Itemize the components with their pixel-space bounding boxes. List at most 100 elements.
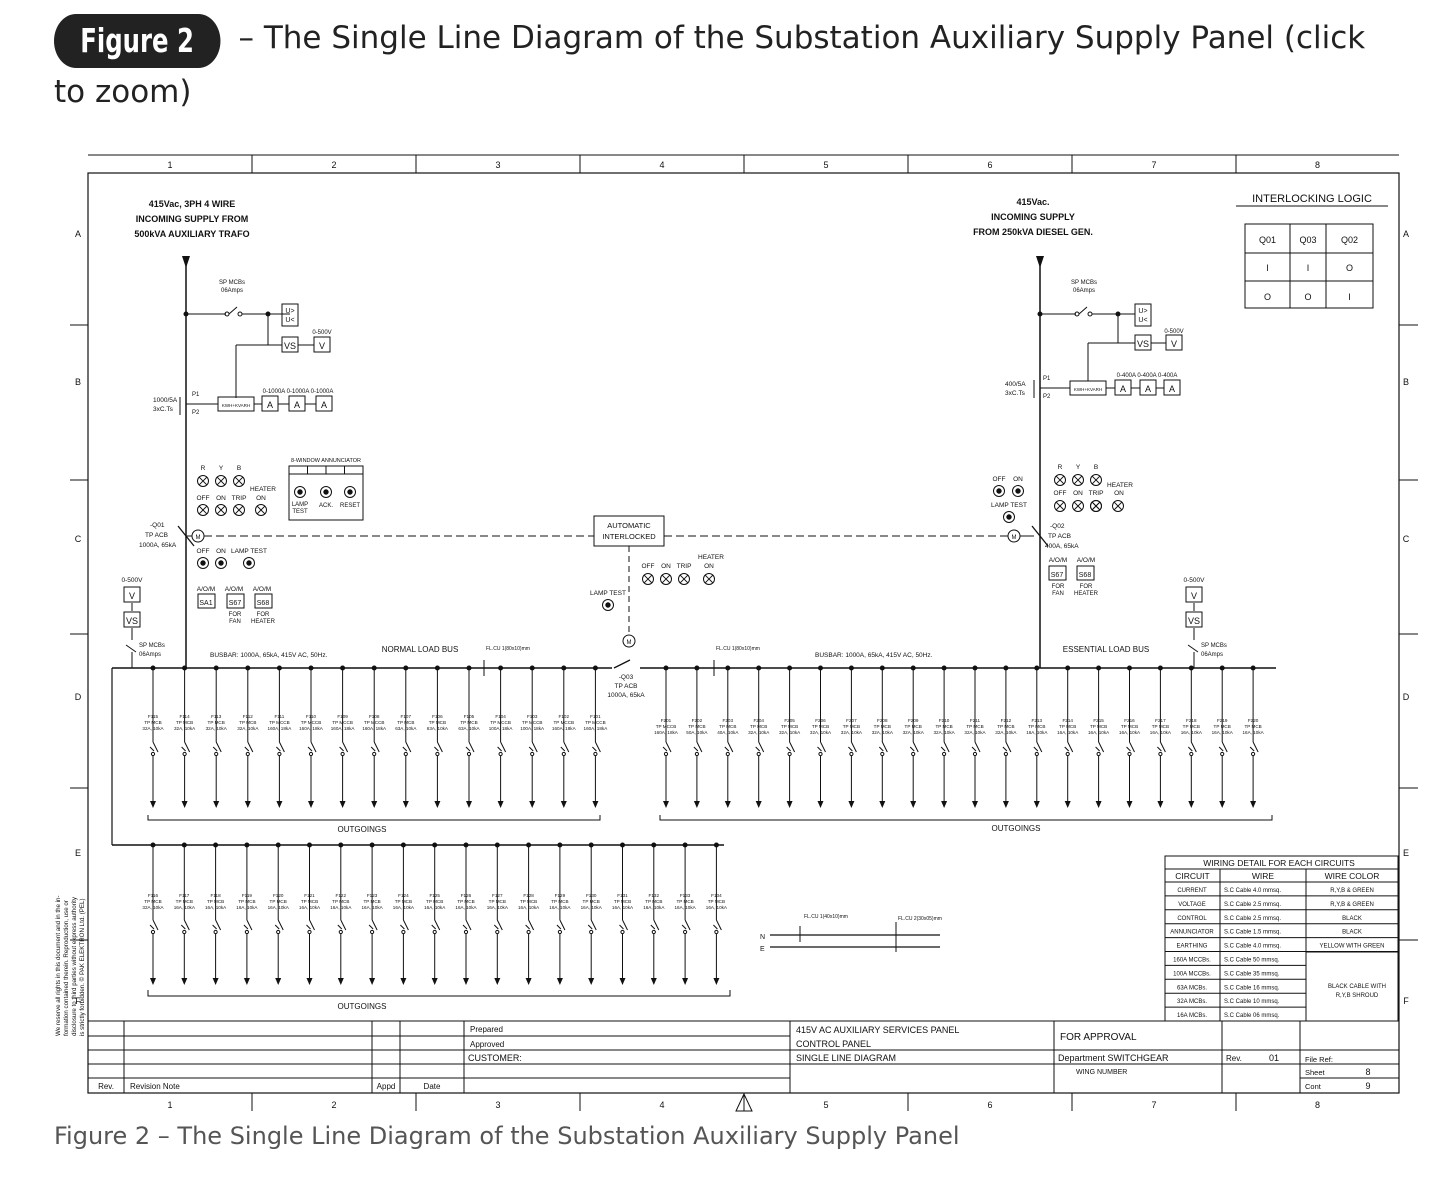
feeder-rating: 32A, 10kA <box>206 726 228 731</box>
outgoing-arrow-icon <box>592 801 599 808</box>
mcb-contact <box>663 751 669 757</box>
mcb-blade <box>684 919 691 931</box>
interlock-cell: I <box>1307 263 1310 273</box>
mcb-trip-mark <box>434 746 439 752</box>
feeder-type: TP MCB <box>239 720 256 725</box>
feeder-id: F120 <box>273 893 284 898</box>
rights-line: disclosure to third parties without expr… <box>71 896 78 1036</box>
feeder-rating: 16A, 10kA <box>361 905 383 910</box>
mcb-trip-mark <box>971 746 977 752</box>
wiring-color: BLACK <box>1342 916 1362 922</box>
feeder-rating: 32A, 10kA <box>142 726 164 731</box>
busbar-rating: BUSBAR: 1000A, 65kA, 415V AC, 50Hz. <box>815 652 933 659</box>
feeder-id: F209 <box>908 718 919 723</box>
mcb-trip-mark <box>400 924 405 930</box>
feeder-rating: 16A, 10kA <box>706 905 728 910</box>
feeder-type: TP MCCB <box>332 720 353 725</box>
mcb-blade <box>715 919 722 931</box>
feeder-type: TP MCB <box>781 724 798 729</box>
wiring-title: WIRING DETAIL FOR EACH CIRCUITS <box>1203 858 1355 868</box>
feeder-rating: 50A, 10kA <box>686 730 708 735</box>
mcb-trip-mark <box>724 746 730 752</box>
mcb-contact <box>557 929 563 935</box>
ct-ratio: 400/5A <box>1005 381 1026 388</box>
mcb-contact <box>530 751 535 757</box>
tb-title: 415V AC AUXILIARY SERVICES PANEL <box>796 1025 959 1035</box>
phase-label: B <box>237 465 241 472</box>
feeder-type: TP MCB <box>676 899 693 904</box>
sel-sub: FOR <box>229 612 242 618</box>
feeder-type: TP MCCB <box>490 720 511 725</box>
feeder-type: TP MCB <box>429 720 446 725</box>
mcb-contact <box>683 929 688 935</box>
outgoing-arrow-icon <box>817 801 824 808</box>
sel-text: S68 <box>1079 572 1092 579</box>
column-number: 6 <box>987 160 992 170</box>
feeder-type: TP MCB <box>1183 724 1200 729</box>
mcb-trip-mark <box>525 924 530 930</box>
mcb-contact <box>370 929 375 935</box>
feeder-type: TP MCB <box>460 720 477 725</box>
coupler-blade <box>613 659 631 669</box>
feeder-rating: 16A, 10kA <box>1088 730 1110 735</box>
incomer-left-text: INCOMING SUPPLY FROM <box>136 214 249 224</box>
feeder-id: F110 <box>306 714 317 719</box>
feeder-rating: 100A, 18kA <box>489 726 514 731</box>
outgoing-arrow-icon <box>1250 801 1257 808</box>
column-number: 1 <box>167 160 172 170</box>
figure-title[interactable]: – The Single Line Diagram of the Substat… <box>54 20 1366 110</box>
feeder-rating: 160A, 18kA <box>331 726 356 731</box>
selector-s68 <box>1076 565 1095 581</box>
sel-sub: HEATER <box>1074 591 1099 597</box>
mcb-trip-mark <box>1187 746 1193 752</box>
mcb-trip-mark <box>276 746 281 752</box>
feeder-type: TP MCB <box>176 720 193 725</box>
outgoing-arrow-icon <box>1219 801 1226 808</box>
q03-label: -Q03 <box>619 674 634 681</box>
feeder-rating: 16A, 10kA <box>643 905 665 910</box>
mcb-trip-mark <box>940 746 946 752</box>
row-letter: C <box>75 534 82 544</box>
mcb-contact <box>182 751 187 757</box>
interlock-cell: O <box>1264 292 1271 302</box>
status-label: ON <box>1114 490 1124 497</box>
q01-label: -Q01 <box>150 522 165 529</box>
feeder-type: TP MCCB <box>522 720 543 725</box>
mcb-contact <box>466 751 472 757</box>
ct-p2: P2 <box>192 410 200 416</box>
column-number: 4 <box>659 160 664 170</box>
status-lamp-icon <box>1054 500 1066 512</box>
wiring-circuit: 32A MCBs. <box>1177 999 1207 1005</box>
uv-relay-box <box>1134 303 1152 327</box>
ct-ratio: 3xC.Ts <box>153 406 174 413</box>
uv-label: U< <box>1138 317 1147 324</box>
column-number: 3 <box>495 160 500 170</box>
mcb-trip-mark <box>587 924 593 930</box>
neutral-label: N <box>760 934 765 941</box>
mcb-blade <box>1005 741 1012 753</box>
mcb-trip-mark <box>149 924 155 930</box>
feeder-type: TP MCB <box>997 724 1014 729</box>
push-button-dot <box>347 489 353 495</box>
aom-label: A/O/M <box>225 586 243 593</box>
q03-label: 1000A, 65kA <box>607 692 645 699</box>
sel-sub: FOR <box>1080 584 1093 590</box>
incomer-left-text: 415Vac, 3PH 4 WIRE <box>149 199 236 209</box>
feeder-id: F210 <box>939 718 950 723</box>
sel-text: S67 <box>229 600 242 607</box>
mcb-blade <box>665 741 672 753</box>
feeder-type: TP MCB <box>207 899 224 904</box>
mcb-contact <box>1087 311 1093 317</box>
mcb-blade <box>528 919 535 931</box>
wiring-wire: S.C Cable 4.0 mmsq. <box>1224 888 1281 894</box>
mcb-trip-mark <box>713 924 718 930</box>
outgoing-arrow-icon <box>466 801 472 808</box>
phase-lamp-icon <box>197 475 209 487</box>
outgoing-arrow-icon <box>339 801 346 808</box>
status-lamp-icon <box>215 504 227 516</box>
mcb-blade <box>496 919 503 931</box>
wiring-wire: S.C Cable 10 mmsq. <box>1224 999 1280 1005</box>
mcb-contact <box>214 751 219 757</box>
status-label: TRIP <box>1089 490 1104 497</box>
